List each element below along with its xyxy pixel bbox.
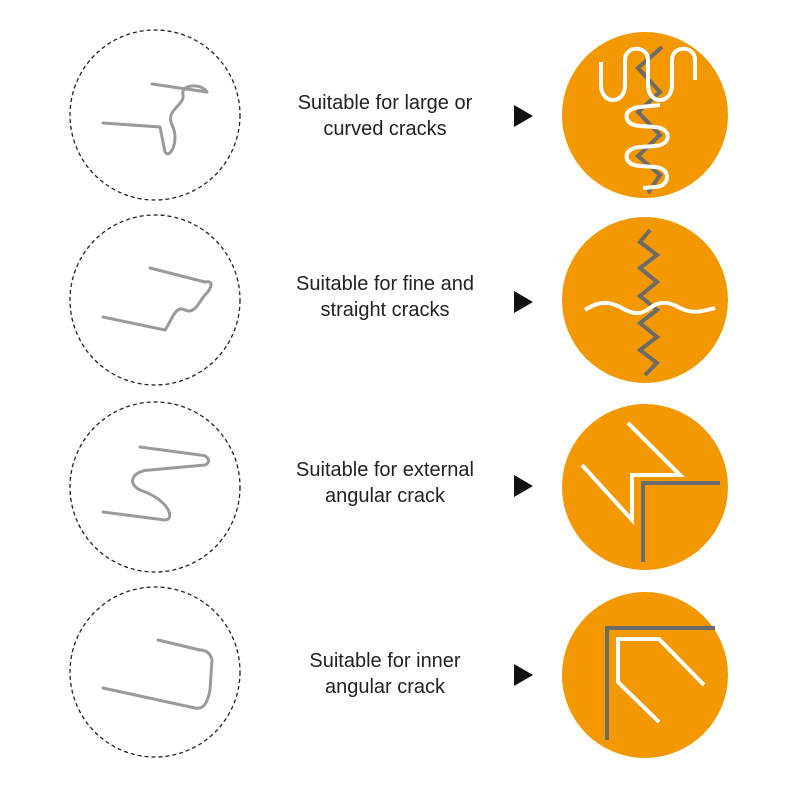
wire-photo-frame [69, 401, 241, 573]
inner-staple-icon [616, 637, 706, 724]
row-label-large-curved: Suitable for large or curved cracks [270, 90, 500, 142]
inner-corner-crack-icon [605, 626, 715, 740]
label-line: curved cracks [323, 118, 447, 140]
wave-staple-wire-icon [101, 82, 209, 156]
arrow-icon [514, 105, 533, 127]
usage-circle [562, 32, 728, 198]
label-line: Suitable for external [296, 459, 474, 481]
wave-staple-icon [624, 103, 670, 190]
label-line: angular crack [324, 676, 446, 698]
row-label-external-angular: Suitable for external angular crack [270, 457, 500, 509]
wire-photo-frame [69, 214, 241, 386]
external-corner-crack-icon [641, 481, 720, 562]
arrow-icon [514, 664, 533, 686]
label-line: Suitable for fine and [296, 273, 474, 295]
straight-crack-icon [636, 228, 661, 377]
curved-crack-icon [635, 45, 664, 195]
wavy-staple-wire-icon [101, 266, 213, 332]
label-line: angular crack [324, 485, 446, 507]
external-staple-icon [580, 421, 685, 526]
wave-staple-icon [599, 46, 697, 102]
m-staple-wire-icon [101, 445, 211, 522]
wire-photo-frame [69, 29, 241, 201]
label-line: straight cracks [320, 299, 450, 321]
arrow-icon [514, 475, 533, 497]
wavy-staple-icon [583, 300, 716, 316]
label-line: Suitable for inner [309, 650, 461, 672]
bracket-staple-wire-icon [101, 638, 214, 710]
usage-circle [562, 592, 728, 758]
label-line: Suitable for large or [297, 92, 473, 114]
wire-photo-frame [69, 586, 241, 758]
arrow-icon [514, 291, 533, 313]
row-label-inner-angular: Suitable for inner angular crack [270, 648, 500, 700]
row-label-fine-straight: Suitable for fine and straight cracks [270, 271, 500, 323]
